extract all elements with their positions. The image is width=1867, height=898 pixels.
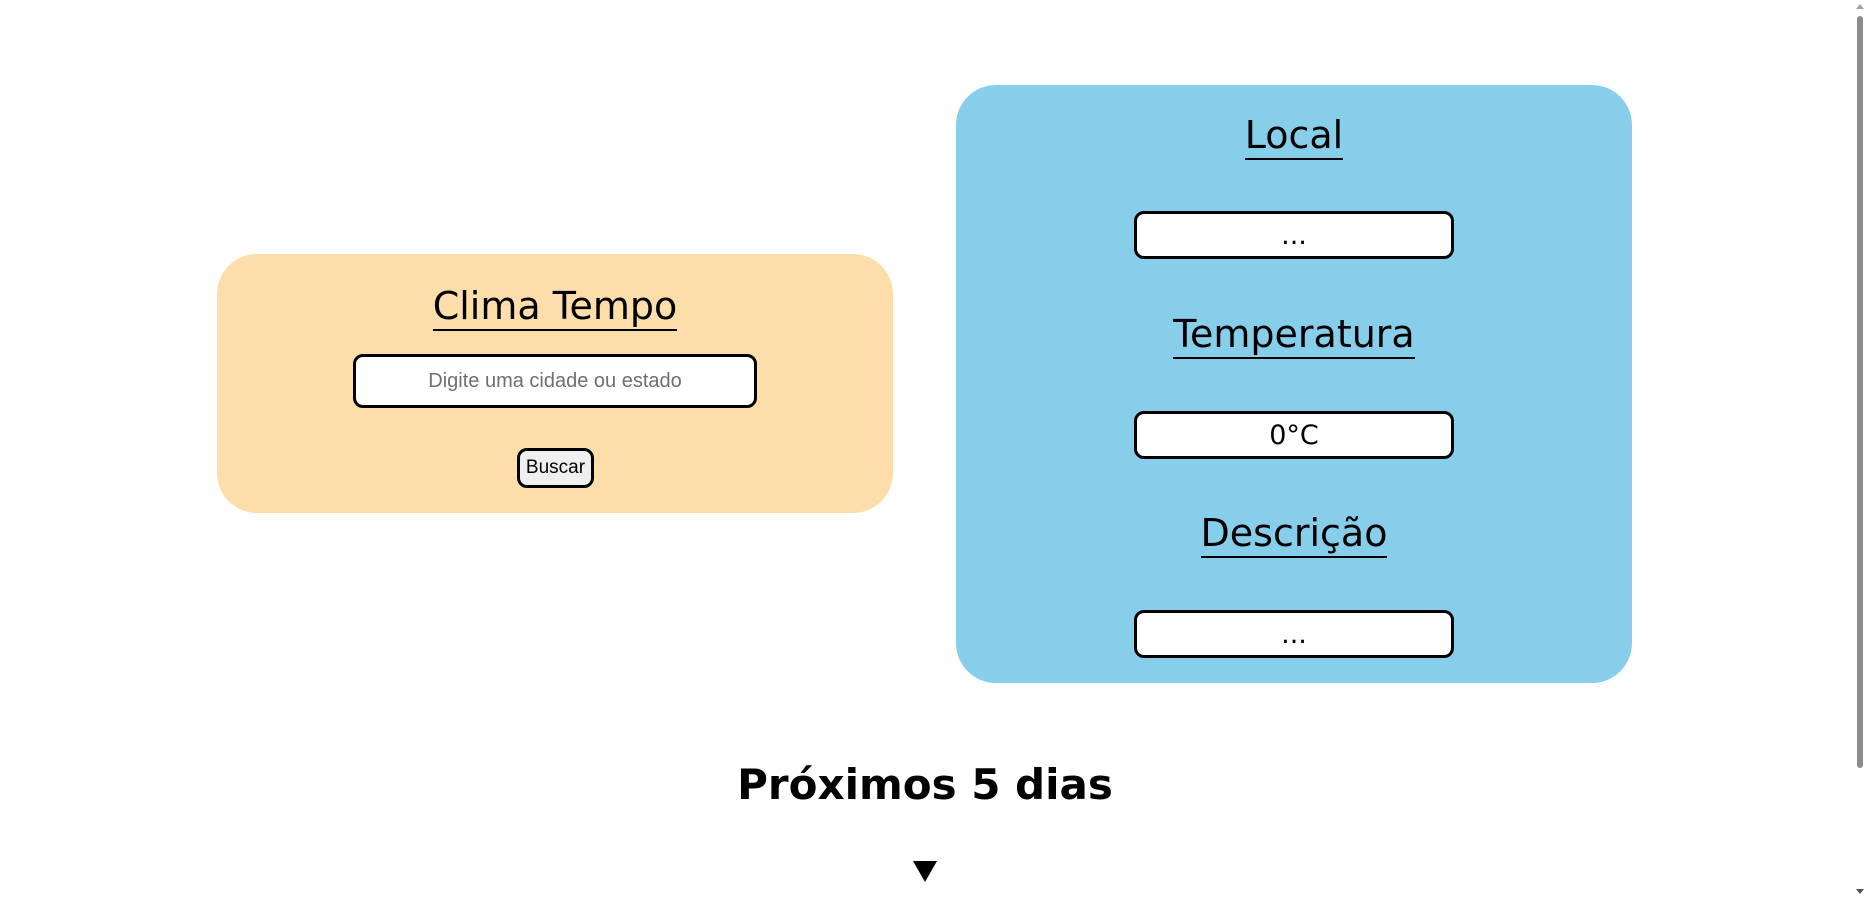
search-card: Clima Tempo Buscar [217, 254, 893, 513]
description-value: ... [1134, 610, 1454, 658]
weather-result-card: Local ... Temperatura 0°C Descrição ... [956, 85, 1632, 683]
app-title: Clima Tempo [217, 284, 893, 331]
temperature-heading: Temperatura [956, 312, 1632, 359]
scroll-down-icon[interactable] [1856, 889, 1864, 894]
search-button[interactable]: Buscar [517, 448, 594, 488]
description-heading: Descrição [956, 511, 1632, 558]
local-value: ... [1134, 211, 1454, 259]
local-heading: Local [956, 113, 1632, 160]
forecast-heading: Próximos 5 dias [737, 760, 1113, 809]
local-heading-text: Local [1244, 113, 1344, 160]
city-search-input[interactable] [353, 354, 757, 408]
description-heading-text: Descrição [1200, 511, 1388, 558]
vertical-scrollbar[interactable] [1852, 0, 1867, 898]
app-title-text: Clima Tempo [432, 284, 678, 331]
scroll-up-icon[interactable] [1856, 4, 1864, 9]
temperature-heading-text: Temperatura [1173, 312, 1415, 359]
scrollbar-thumb[interactable] [1857, 16, 1863, 768]
triangle-down-icon[interactable] [913, 861, 937, 882]
temperature-value: 0°C [1134, 411, 1454, 459]
